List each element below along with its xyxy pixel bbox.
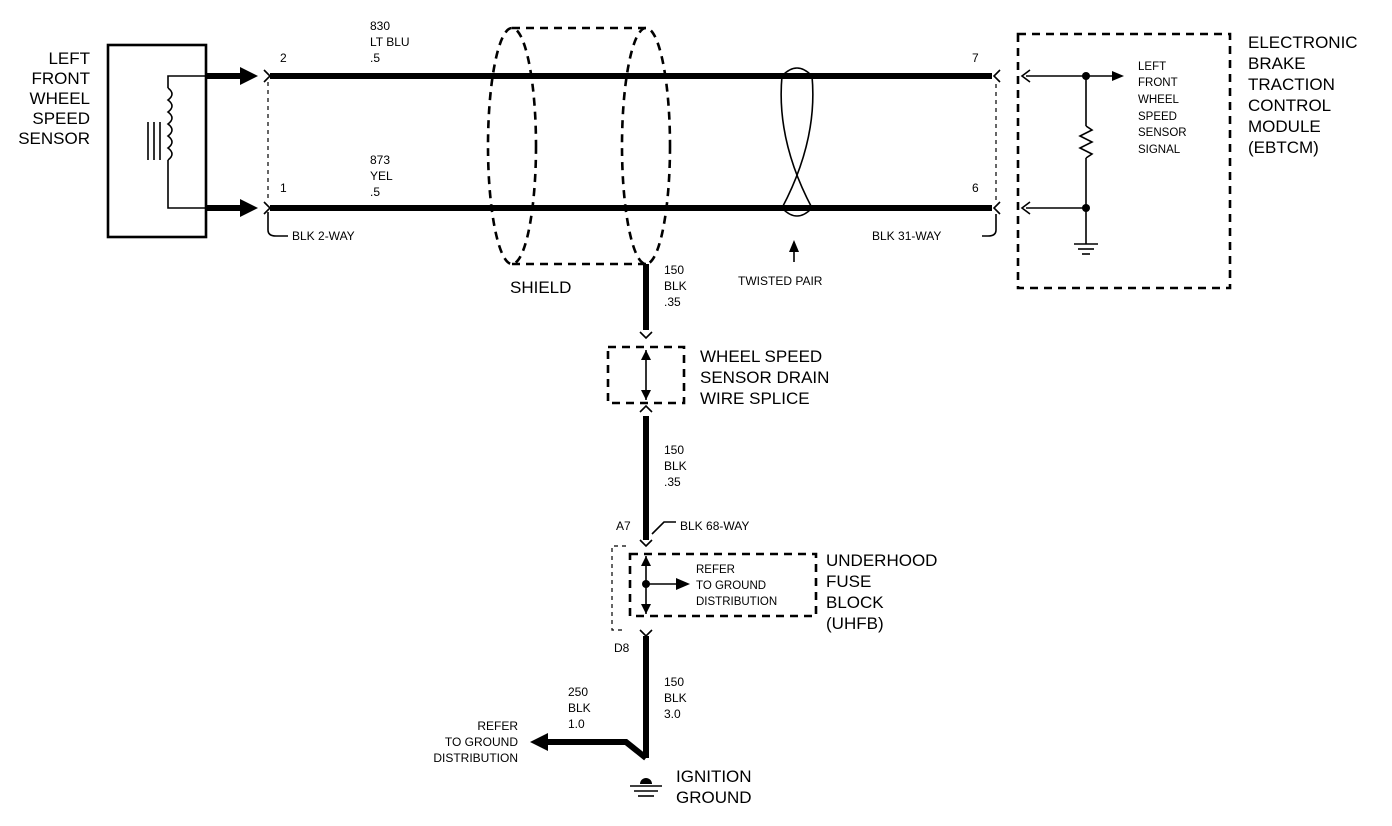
- sensor-label-line4: SPEED: [32, 109, 90, 128]
- uhfb-box: [628, 552, 818, 618]
- uhfb-outer: [611, 545, 626, 631]
- branch-refer-line3: DISTRIBUTION: [433, 751, 518, 765]
- sensor-connector-leader: [267, 212, 288, 237]
- branch-color: BLK: [568, 701, 591, 715]
- wire-873-circuit: 873: [370, 153, 390, 167]
- pin-6: 6: [972, 181, 979, 195]
- wire-830-color: LT BLU: [370, 35, 410, 49]
- wire-873-gauge: .5: [370, 185, 380, 199]
- sensor-output-bottom: [206, 199, 258, 217]
- splice-line3: WIRE SPLICE: [700, 389, 810, 408]
- branch-gauge: 1.0: [568, 717, 585, 731]
- sensor-connector-label: BLK 2-WAY: [292, 229, 355, 243]
- ebtcm-line5: MODULE: [1248, 117, 1321, 136]
- pin-1: 1: [280, 181, 287, 195]
- module-connector-label: BLK 31-WAY: [872, 229, 941, 243]
- uhfb-refer-line2: TO GROUND: [696, 580, 766, 592]
- ground-gauge: 3.0: [664, 707, 681, 721]
- drain1-color: BLK: [664, 279, 687, 293]
- drain2-color: BLK: [664, 459, 687, 473]
- signal-line6: SIGNAL: [1138, 144, 1181, 156]
- pin-2: 2: [280, 51, 287, 65]
- ebtcm-line1: ELECTRONIC: [1248, 33, 1358, 52]
- splice-internal: [641, 350, 651, 400]
- splice-box: [606, 345, 686, 405]
- ignition-line2: GROUND: [676, 788, 752, 807]
- ebtcm-line4: CONTROL: [1248, 96, 1331, 115]
- wire-873-label: 873 YEL .5: [370, 153, 393, 199]
- ground-wire-label: 150 BLK 3.0: [664, 675, 687, 721]
- ebtcm-internal: [1020, 69, 1124, 255]
- wire-873: [263, 201, 1001, 215]
- uhfb-refer: REFER TO GROUND DISTRIBUTION: [696, 564, 777, 608]
- drain-wire-1: [639, 264, 653, 340]
- ground-color: BLK: [664, 691, 687, 705]
- drain1-circuit: 150: [664, 263, 684, 277]
- pin-7: 7: [972, 51, 979, 65]
- splice-line2: SENSOR DRAIN: [700, 368, 829, 387]
- drain-wire-2: [639, 404, 653, 548]
- shield: [486, 26, 672, 266]
- pin-a7: A7: [616, 519, 631, 533]
- shield-label: SHIELD: [510, 278, 571, 297]
- ignition-ground-label: IGNITION GROUND: [676, 767, 752, 807]
- ebtcm-signal-label: LEFT FRONT WHEEL SPEED SENSOR SIGNAL: [1138, 61, 1187, 156]
- wire-830-label: 830 LT BLU .5: [370, 19, 410, 65]
- twisted-pair-label: TWISTED PAIR: [738, 274, 823, 288]
- uhfb-refer-line3: DISTRIBUTION: [696, 596, 777, 608]
- sensor-box: [106, 43, 208, 239]
- sensor-label-line1: LEFT: [48, 49, 90, 68]
- ebtcm-line6: (EBTCM): [1248, 138, 1319, 157]
- pin-d8: D8: [614, 641, 630, 655]
- drain2-circuit: 150: [664, 443, 684, 457]
- drain2-gauge: .35: [664, 475, 681, 489]
- ground-circuit: 150: [664, 675, 684, 689]
- branch-wire: [530, 733, 648, 761]
- wire-873-color: YEL: [370, 169, 393, 183]
- ebtcm-label: ELECTRONIC BRAKE TRACTION CONTROL MODULE…: [1248, 33, 1358, 157]
- drain-wire-2-label: 150 BLK .35: [664, 443, 687, 489]
- sensor-label: LEFT FRONT WHEEL SPEED SENSOR: [18, 49, 90, 148]
- branch-refer-line2: TO GROUND: [445, 735, 518, 749]
- twisted-pair: [780, 67, 814, 262]
- fuse-connector-label: BLK 68-WAY: [680, 519, 749, 533]
- splice-line1: WHEEL SPEED: [700, 347, 822, 366]
- signal-line3: WHEEL: [1138, 94, 1180, 106]
- branch-wire-label: 250 BLK 1.0: [568, 685, 591, 731]
- uhfb-line4: (UHFB): [826, 614, 884, 633]
- uhfb-line3: BLOCK: [826, 593, 884, 612]
- ebtcm-box: [1016, 32, 1232, 290]
- branch-circuit: 250: [568, 685, 588, 699]
- ebtcm-line3: TRACTION: [1248, 75, 1335, 94]
- uhfb-line2: FUSE: [826, 572, 871, 591]
- sensor-label-line2: FRONT: [31, 69, 90, 88]
- fuse-connector-leader: [651, 521, 676, 535]
- signal-line1: LEFT: [1138, 61, 1166, 73]
- drain1-gauge: .35: [664, 295, 681, 309]
- sensor-label-line5: SENSOR: [18, 129, 90, 148]
- ebtcm-line2: BRAKE: [1248, 54, 1306, 73]
- sensor-output-top: [206, 67, 258, 85]
- uhfb-internal: [641, 556, 690, 614]
- signal-line2: FRONT: [1138, 77, 1178, 89]
- drain-wire-1-label: 150 BLK .35: [664, 263, 687, 309]
- ignition-line1: IGNITION: [676, 767, 752, 786]
- wire-830-gauge: .5: [370, 51, 380, 65]
- ground-wire: [639, 629, 653, 758]
- branch-refer-line1: REFER: [477, 719, 518, 733]
- signal-line4: SPEED: [1138, 111, 1177, 123]
- uhfb-label: UNDERHOOD FUSE BLOCK (UHFB): [826, 551, 937, 633]
- wire-830-circuit: 830: [370, 19, 390, 33]
- ground-symbol: [630, 778, 662, 797]
- sensor-label-line3: WHEEL: [30, 89, 90, 108]
- splice-label: WHEEL SPEED SENSOR DRAIN WIRE SPLICE: [700, 347, 829, 408]
- uhfb-refer-line1: REFER: [696, 564, 735, 576]
- uhfb-line1: UNDERHOOD: [826, 551, 937, 570]
- module-connector-leader: [982, 214, 997, 237]
- wire-830: [263, 69, 1001, 83]
- branch-refer: REFER TO GROUND DISTRIBUTION: [433, 719, 518, 765]
- signal-line5: SENSOR: [1138, 127, 1187, 139]
